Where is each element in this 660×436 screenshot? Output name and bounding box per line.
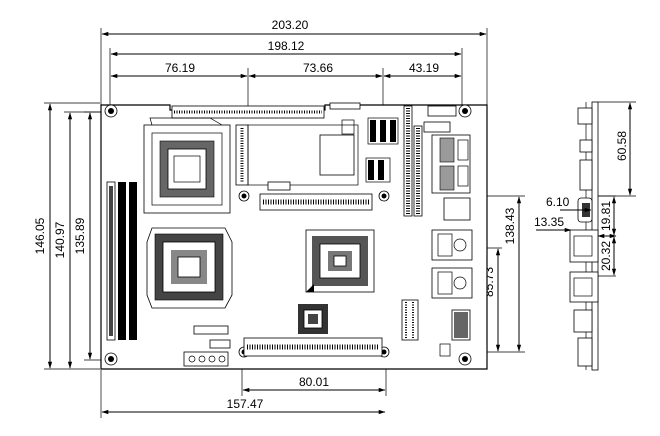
dim-label: 6.10	[546, 195, 570, 209]
dimension-left-inner: 135.89	[73, 111, 104, 361]
dim-label: 13.35	[534, 215, 564, 229]
sodimm-slot	[235, 124, 359, 186]
rear-io-ports	[401, 134, 473, 357]
small-header	[329, 102, 361, 110]
dim-label: 140.97	[53, 221, 67, 258]
dimension-top-overall: 203.20	[100, 18, 488, 105]
dim-label: 157.47	[227, 397, 264, 411]
mounting-hole-icon	[104, 104, 118, 118]
dim-label: 73.66	[303, 61, 333, 75]
mounting-hole-icon	[104, 352, 118, 366]
mounting-hole-icon	[238, 190, 250, 202]
side-view: 60.58 19.81 20.32 6.10 13.35	[534, 101, 636, 371]
dim-label: 80.01	[299, 375, 329, 389]
dimension-bottom-2: 157.47	[100, 370, 386, 418]
dim-label: 20.32	[599, 241, 613, 271]
dim-label: 135.89	[73, 217, 87, 254]
mounting-hole-icon	[458, 352, 472, 366]
motherboard	[100, 102, 488, 370]
dim-label: 60.58	[615, 131, 629, 161]
cpu-socket	[143, 117, 231, 214]
dim-label: 138.43	[503, 207, 517, 244]
dim-label: 19.81	[599, 201, 613, 231]
northbridge-chip	[146, 227, 233, 309]
io-chip	[298, 304, 328, 334]
small-header	[209, 339, 231, 349]
mounting-hole-icon	[378, 190, 390, 202]
top-connector	[171, 105, 325, 119]
dim-label: 198.12	[268, 39, 305, 53]
dim-label: 76.19	[165, 61, 195, 75]
southbridge-chip	[305, 229, 375, 293]
dim-label: 203.20	[272, 18, 309, 32]
dim-label: 146.05	[33, 217, 47, 254]
memory-slots	[106, 181, 137, 341]
small-header	[193, 325, 229, 335]
dimension-top-second: 198.12	[109, 39, 463, 108]
vertical-headers	[267, 105, 457, 217]
dim-label: 43.19	[409, 61, 439, 75]
mounting-hole-icon	[458, 104, 472, 118]
power-connector	[183, 351, 229, 367]
dimension-left-outer: 146.05	[33, 102, 100, 370]
